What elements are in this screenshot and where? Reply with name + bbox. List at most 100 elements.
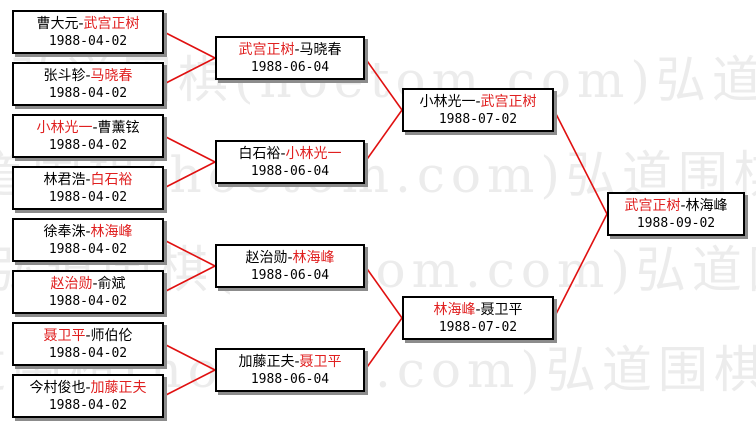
bracket-connector <box>364 109 403 163</box>
versus-dash: - <box>280 145 286 162</box>
player-name: 林海峰 <box>685 197 728 214</box>
match-date: 1988-04-02 <box>48 189 128 205</box>
match-players: 赵治勋-俞斌 <box>14 275 162 293</box>
match-players: 林海峰-聂卫平 <box>404 301 552 319</box>
winner-name: 林海峰 <box>292 249 335 266</box>
versus-dash: - <box>85 67 91 84</box>
winner-name: 赵治勋 <box>50 275 93 292</box>
bracket-connector <box>163 369 216 397</box>
player-name: 白石裕 <box>238 145 281 162</box>
winner-name: 聂卫平 <box>299 353 342 370</box>
player-name: 曹薰铉 <box>97 119 140 136</box>
player-name: 曹大元 <box>36 15 79 32</box>
player-name: 张斗轸 <box>43 67 86 84</box>
versus-dash: - <box>680 197 686 214</box>
match-date: 1988-04-02 <box>48 397 128 413</box>
player-name: 林君浩 <box>43 171 86 188</box>
winner-name: 武宫正树 <box>83 15 140 32</box>
bracket-connector <box>364 265 403 319</box>
match-players: 赵治勋-林海峰 <box>217 249 363 267</box>
match-date: 1988-06-04 <box>250 59 330 75</box>
winner-name: 小林光一 <box>36 119 93 136</box>
bracket-connector <box>163 135 216 163</box>
winner-name: 小林光一 <box>285 145 342 162</box>
bracket-connector <box>364 317 403 371</box>
winner-name: 林海峰 <box>90 223 133 240</box>
match-players: 加藤正夫-聂卫平 <box>217 353 363 371</box>
versus-dash: - <box>85 379 91 396</box>
bracket-connector <box>163 239 216 267</box>
match-date: 1988-04-02 <box>48 85 128 101</box>
match-date: 1988-06-04 <box>250 163 330 179</box>
match-players: 小林光一-曹薰铉 <box>14 119 162 137</box>
player-name: 赵治勋 <box>245 249 288 266</box>
winner-name: 武宫正树 <box>480 93 537 110</box>
player-name: 师伯伦 <box>90 327 133 344</box>
match-players: 武宫正树-林海峰 <box>609 197 743 215</box>
player-name: 俞斌 <box>97 275 126 292</box>
winner-name: 马晓春 <box>90 67 133 84</box>
match-date: 1988-04-02 <box>48 293 128 309</box>
bracket-connector <box>553 213 608 319</box>
match-players: 曹大元-武宫正树 <box>14 15 162 33</box>
player-name: 聂卫平 <box>480 301 523 318</box>
player-name: 今村俊也 <box>29 379 86 396</box>
match-date: 1988-04-02 <box>48 345 128 361</box>
bracket-connector <box>364 57 403 111</box>
player-name: 马晓春 <box>299 41 342 58</box>
bracket-connector <box>163 265 216 293</box>
match-players: 张斗轸-马晓春 <box>14 67 162 85</box>
match-date: 1988-04-02 <box>48 241 128 257</box>
match-players: 武宫正树-马晓春 <box>217 41 363 59</box>
winner-name: 白石裕 <box>90 171 133 188</box>
versus-dash: - <box>287 249 293 266</box>
versus-dash: - <box>475 93 481 110</box>
versus-dash: - <box>85 171 91 188</box>
bracket-connector <box>553 109 608 215</box>
match-date: 1988-06-04 <box>250 267 330 283</box>
match-players: 徐奉洙-林海峰 <box>14 223 162 241</box>
match-date: 1988-04-02 <box>48 33 128 49</box>
match-players: 聂卫平-师伯伦 <box>14 327 162 345</box>
versus-dash: - <box>85 327 91 344</box>
match-date: 1988-06-04 <box>250 371 330 387</box>
match-date: 1988-04-02 <box>48 137 128 153</box>
bracket-connector <box>163 161 216 189</box>
winner-name: 武宫正树 <box>238 41 295 58</box>
match-date: 1988-07-02 <box>438 111 518 127</box>
versus-dash: - <box>92 119 98 136</box>
match-players: 小林光一-武宫正树 <box>404 93 552 111</box>
bracket-connector <box>163 57 216 85</box>
bracket-connector <box>163 31 216 59</box>
versus-dash: - <box>92 275 98 292</box>
winner-name: 聂卫平 <box>43 327 86 344</box>
player-name: 小林光一 <box>419 93 476 110</box>
match-players: 今村俊也-加藤正夫 <box>14 379 162 397</box>
versus-dash: - <box>85 223 91 240</box>
versus-dash: - <box>294 41 300 58</box>
match-date: 1988-09-02 <box>636 215 716 231</box>
match-players: 林君浩-白石裕 <box>14 171 162 189</box>
player-name: 徐奉洙 <box>43 223 86 240</box>
winner-name: 武宫正树 <box>624 197 681 214</box>
versus-dash: - <box>294 353 300 370</box>
match-date: 1988-07-02 <box>438 319 518 335</box>
versus-dash: - <box>475 301 481 318</box>
bracket-connector <box>163 343 216 371</box>
player-name: 加藤正夫 <box>238 353 295 370</box>
